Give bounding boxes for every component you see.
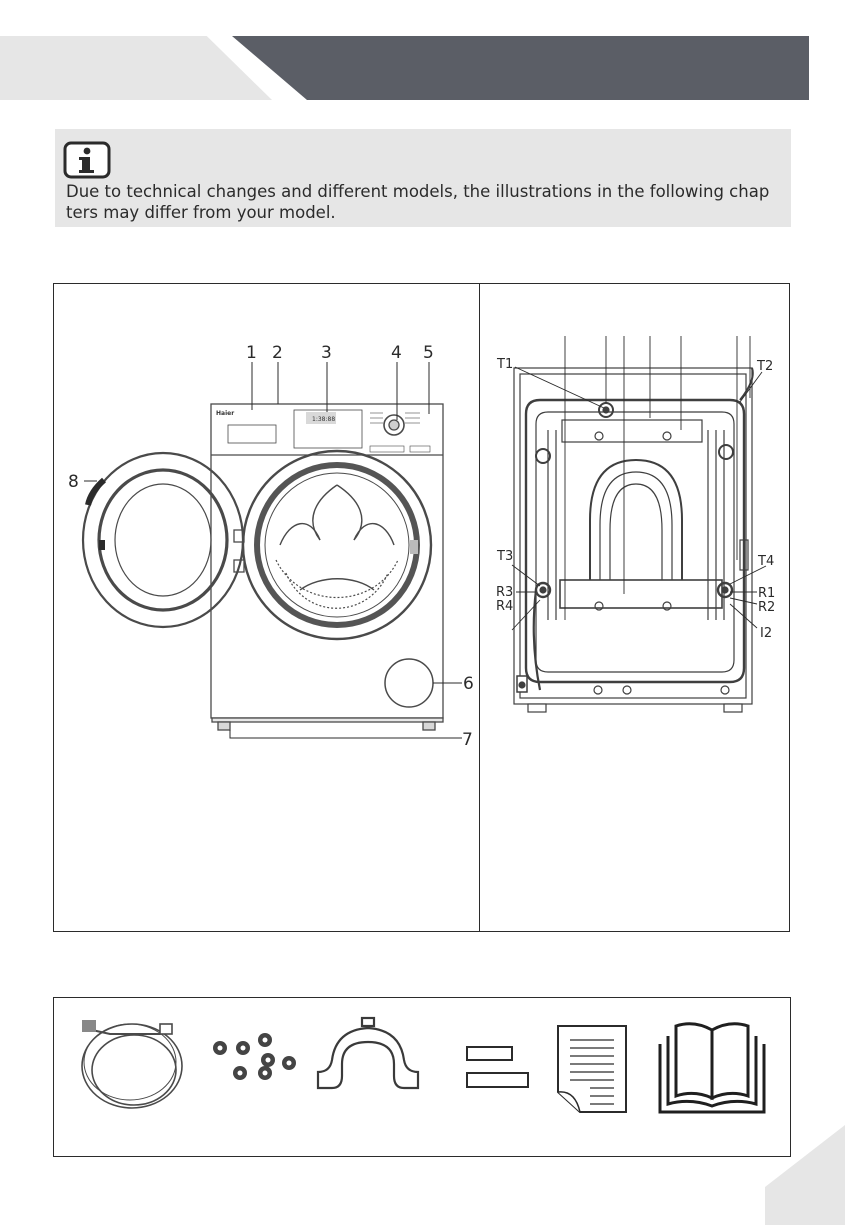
rear-label-r4: R4	[496, 599, 513, 614]
inlet-hose-icon	[82, 1020, 182, 1108]
info-icon	[62, 139, 112, 181]
accessories-illustration	[54, 998, 790, 1156]
rear-label-r1: R1	[758, 586, 775, 601]
labels-icon	[467, 1047, 528, 1087]
rear-label-t1: T1	[496, 357, 513, 372]
header-band-dark	[232, 36, 809, 100]
front-brand: Haier	[216, 410, 234, 417]
front-label-4: 4	[391, 343, 402, 363]
front-label-8: 8	[68, 472, 79, 492]
rear-label-t3: T3	[496, 549, 513, 564]
illustration-divider	[479, 283, 480, 932]
front-label-6: 6	[463, 674, 474, 694]
covers-icon	[213, 1033, 296, 1080]
note-text-line1: Due to technical changes and different m…	[66, 181, 786, 202]
header-band-light	[0, 36, 272, 100]
manual-icon	[660, 1024, 764, 1112]
rear-label-t2: T2	[756, 359, 773, 374]
front-label-2: 2	[272, 343, 283, 363]
front-label-1: 1	[246, 343, 257, 363]
info-note: Due to technical changes and different m…	[55, 129, 791, 227]
front-view-illustration: Haier 1:38:88 1 2 3 4 5 6 7 8	[54, 284, 478, 931]
hose-bracket-icon	[318, 1018, 418, 1088]
sheet-icon	[558, 1026, 626, 1112]
rear-label-r3: R3	[496, 585, 513, 600]
front-label-3: 3	[321, 343, 332, 363]
note-text-line2: ters may differ from your model.	[66, 202, 786, 223]
rear-label-i2: I2	[760, 626, 772, 641]
rear-view-illustration: T1 T2 T3 T4 R1 R2 R3 R4 I2	[481, 284, 789, 931]
rear-label-r2: R2	[758, 600, 775, 615]
front-label-7: 7	[462, 730, 473, 750]
rear-label-t4: T4	[757, 554, 774, 569]
front-display: 1:38:88	[312, 416, 335, 423]
note-text: Due to technical changes and different m…	[66, 181, 786, 223]
front-label-5: 5	[423, 343, 434, 363]
